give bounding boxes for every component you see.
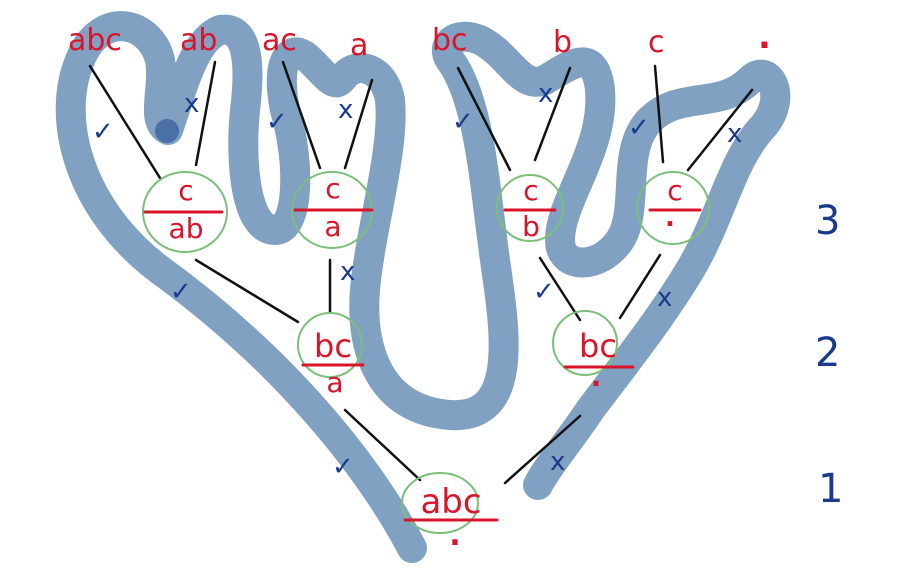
check-mark: ✓ xyxy=(332,452,354,482)
edge-l3-3-bc xyxy=(456,66,512,172)
edge-root-l2right xyxy=(503,414,582,485)
node-l2right-bottom: . xyxy=(591,360,602,393)
node-root-top: abc xyxy=(420,482,481,522)
edge-l2left-l3-1 xyxy=(194,258,300,324)
node-l3-3-circle xyxy=(496,174,564,242)
node-l3-1-bottom: ab xyxy=(169,212,204,245)
edge-l3-1-abc xyxy=(88,64,162,180)
start-dot xyxy=(155,119,179,143)
edge-l3-4-c xyxy=(653,64,665,164)
edge-l3-2-ac xyxy=(281,60,322,170)
leaf-abc: abc xyxy=(68,23,122,58)
edge-l3-3-b xyxy=(533,66,572,162)
node-l3-3-top: c xyxy=(523,174,538,207)
cross-mark: x xyxy=(338,95,353,125)
node-l3-1-top: c xyxy=(178,174,193,207)
leaf-b: b xyxy=(553,25,572,60)
edge-l3-1-ab xyxy=(194,60,217,167)
node-l2right-top: bc xyxy=(579,327,617,365)
node-l3-3-bottom: b xyxy=(522,210,540,243)
leaf-empty: . xyxy=(758,17,771,57)
level-3: 3 xyxy=(815,198,840,244)
node-root-circle xyxy=(401,472,479,534)
leaf-ac: ac xyxy=(262,23,297,58)
cross-mark: x xyxy=(184,89,199,119)
node-l3-4-circle xyxy=(636,171,710,245)
leaf-bc: bc xyxy=(432,23,468,58)
node-l2left-bottom: a xyxy=(326,366,343,399)
traversal-path xyxy=(55,11,791,563)
node-l2right-circle xyxy=(552,310,618,376)
tree-edges xyxy=(88,60,754,485)
check-mark: ✓ xyxy=(533,277,555,307)
level-1: 1 xyxy=(818,466,843,512)
leaf-ab: ab xyxy=(180,23,217,58)
cross-mark: x xyxy=(538,79,553,109)
cross-mark: x xyxy=(727,119,742,149)
leaf-a: a xyxy=(350,28,368,63)
node-l3-4-bottom: . xyxy=(665,203,675,233)
check-mark: ✓ xyxy=(628,113,650,143)
edge-marks: ✓ x ✓ x ✓ x ✓ x x ✓ ✓ x ✓ x xyxy=(92,79,742,482)
check-mark: ✓ xyxy=(266,107,288,137)
cross-mark: x xyxy=(340,257,355,287)
edge-l2right-l3-3 xyxy=(538,256,582,322)
node-l2left-circle xyxy=(297,312,363,378)
node-l3-2-top: c xyxy=(325,172,340,205)
edge-l3-2-a xyxy=(343,78,374,170)
cross-mark: x xyxy=(550,447,565,477)
fraction-bars xyxy=(143,208,702,522)
cross-mark: x xyxy=(657,283,672,313)
level-numbers: 3 2 1 xyxy=(815,198,843,512)
edge-root-l2left xyxy=(343,408,422,482)
leaf-labels: abc ab ac a bc b c . xyxy=(68,17,771,63)
check-mark: ✓ xyxy=(92,117,114,147)
node-l2left-top: bc xyxy=(314,327,352,365)
check-mark: ✓ xyxy=(170,277,192,307)
node-l3-2-bottom: a xyxy=(324,210,341,243)
node-l3-4-top: c xyxy=(667,174,682,207)
node-root-bottom: . xyxy=(449,518,460,553)
node-l3-1-circle xyxy=(142,171,228,253)
leaf-c: c xyxy=(648,25,665,60)
edge-l2right-l3-4 xyxy=(618,253,662,320)
node-labels: abc . bc a bc . c ab c a c b c . xyxy=(169,172,683,553)
check-mark: ✓ xyxy=(452,107,474,137)
edge-l3-4-empty xyxy=(686,88,754,172)
level-2: 2 xyxy=(815,330,840,376)
